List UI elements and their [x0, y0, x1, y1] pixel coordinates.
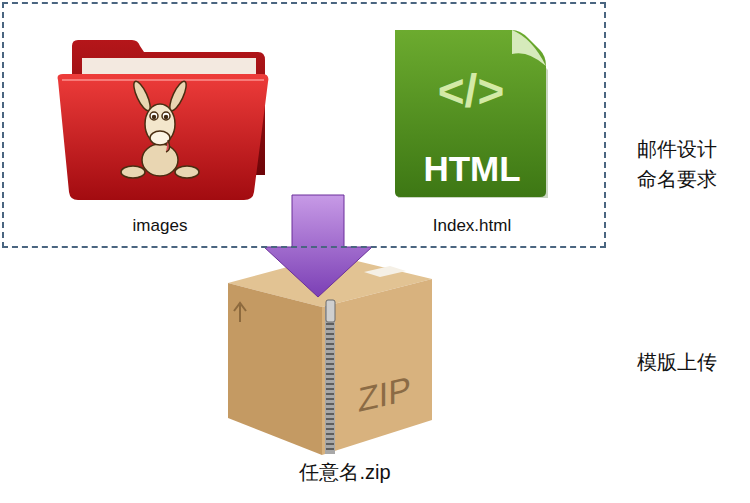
folder-icon — [58, 40, 269, 200]
step-label: 模版上传 — [637, 350, 717, 374]
code-symbol: </> — [438, 64, 505, 119]
html-file-icon — [395, 30, 548, 198]
file-label: 任意名.zip — [299, 460, 390, 484]
block-arrow — [264, 195, 372, 297]
file-label: Index.html — [433, 216, 511, 236]
file-type: HTML — [423, 148, 520, 190]
zip-box-node: ZIP任意名.zip — [226, 252, 432, 458]
donkey-mascot — [121, 79, 199, 178]
html-file-node: </>HTMLIndex.html — [392, 24, 552, 226]
box-print: ZIP — [358, 368, 411, 421]
file-label: images — [133, 216, 188, 236]
dashed-region: 邮件设计 命名要求images</>HTMLIndex.html — [2, 2, 606, 248]
region-heading: 邮件设计 命名要求 — [637, 134, 725, 194]
folder-node: images — [55, 40, 277, 240]
